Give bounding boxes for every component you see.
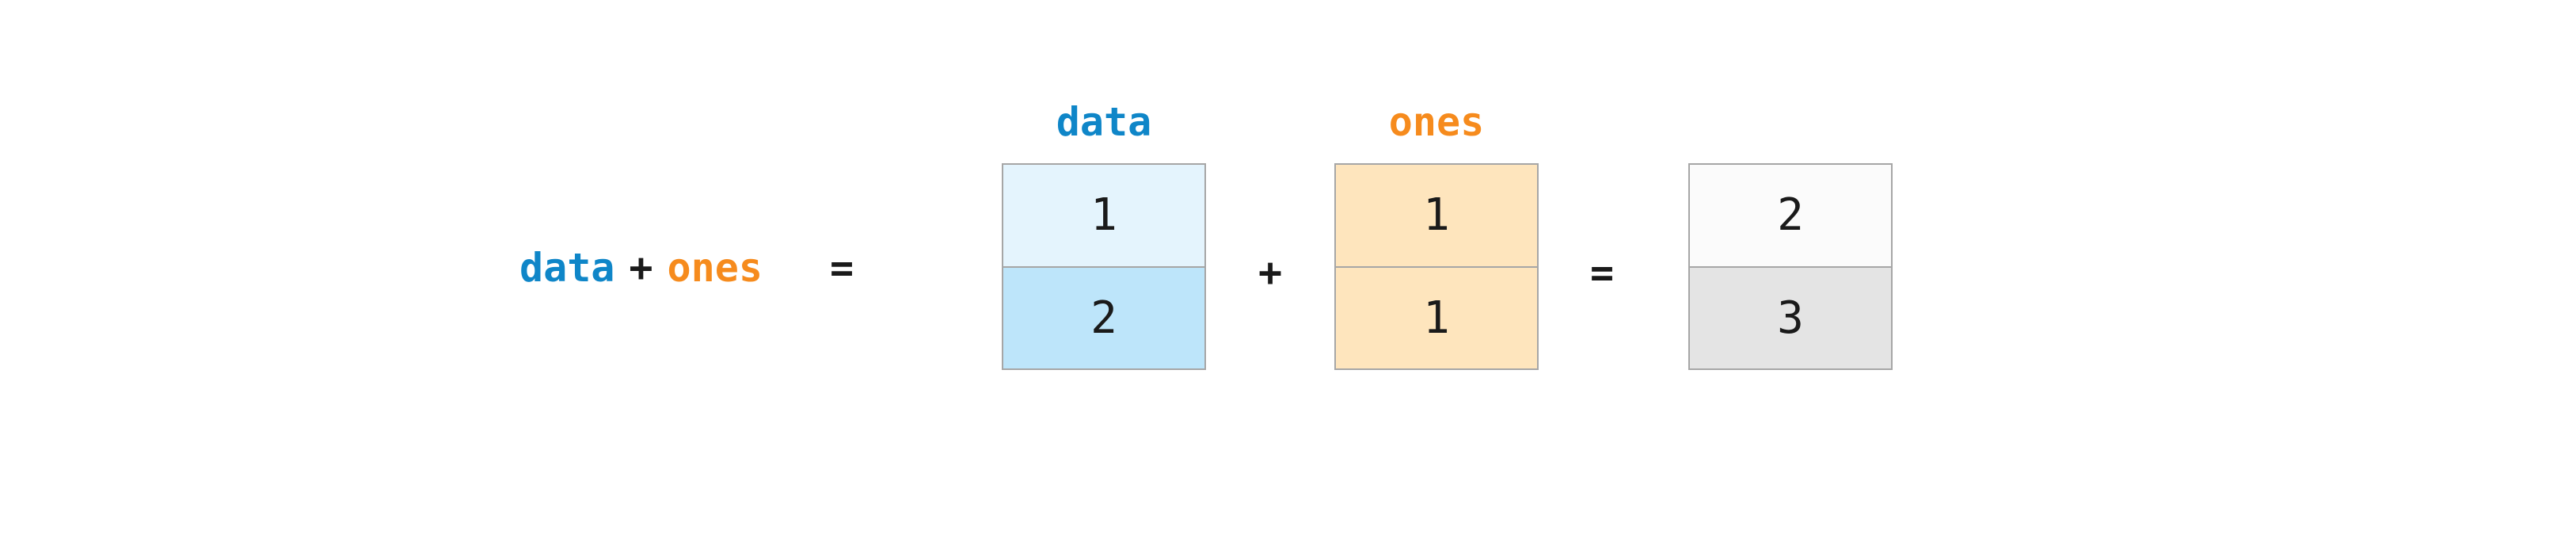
ones-array-label: ones [1388, 99, 1485, 145]
data-array-box: 1 2 [1002, 163, 1206, 370]
equals-operator: = [1589, 250, 1615, 296]
plus-operator: + [1258, 250, 1283, 296]
data-array-cell-0: 1 [1003, 165, 1204, 266]
data-array-column: data 1 2 [1002, 101, 1206, 370]
ones-array-box: 1 1 [1334, 163, 1539, 370]
result-array-label [1688, 101, 1893, 143]
equation-ones-var: ones [667, 245, 763, 291]
result-array-cell-0: 2 [1690, 165, 1891, 266]
data-array-cell-1: 2 [1003, 265, 1204, 368]
result-array-cell-1: 3 [1690, 265, 1891, 368]
equation-data-var: data [519, 245, 615, 291]
result-array-box: 2 3 [1688, 163, 1893, 370]
ones-array-cell-1: 1 [1336, 265, 1537, 368]
ones-array-column: ones 1 1 [1334, 101, 1539, 370]
equation-plus-sign: + [629, 245, 653, 291]
result-array-column: 2 3 [1688, 101, 1893, 370]
data-array-label: data [1056, 99, 1152, 145]
equation-text: data + ones [519, 245, 763, 291]
ones-array-cell-0: 1 [1336, 165, 1537, 266]
equation-equals-sign: = [830, 245, 854, 291]
